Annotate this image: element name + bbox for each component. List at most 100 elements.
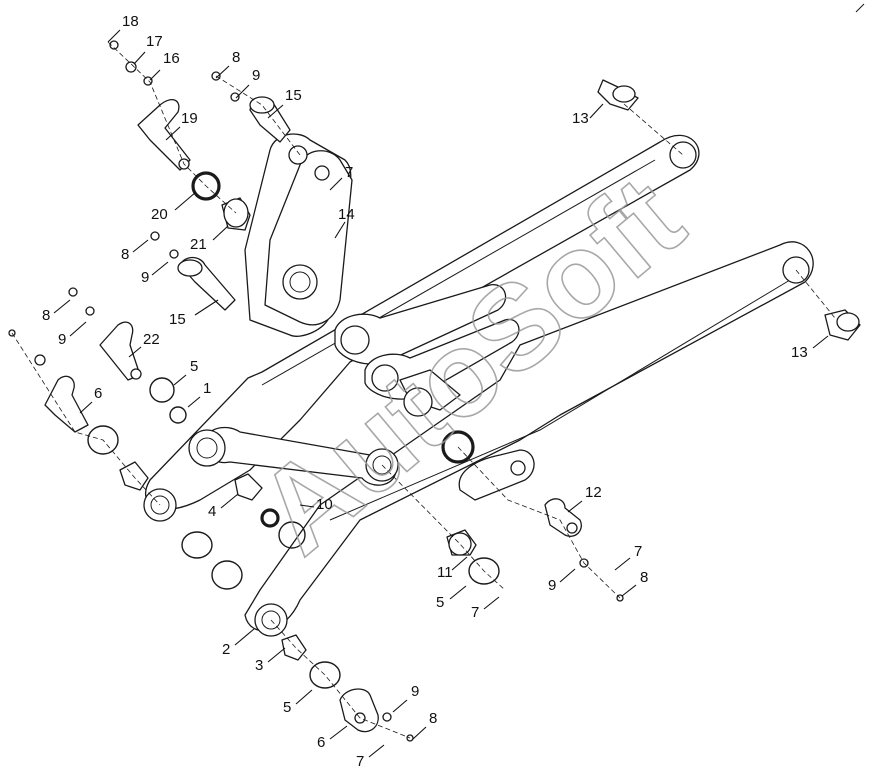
- seal-4: [260, 508, 280, 528]
- callout-c21: 21: [190, 225, 229, 253]
- axis-pin-19: [107, 41, 237, 214]
- ring-left-b: [181, 531, 213, 559]
- callout-label: 9: [141, 269, 149, 286]
- callout-c7d: 7: [356, 744, 385, 770]
- callout-label: 13: [791, 344, 808, 361]
- callout-leader: [133, 51, 146, 65]
- callout-c17a: 17: [133, 33, 163, 65]
- callout-c4: 4: [208, 493, 239, 520]
- callout-label: 16: [163, 50, 180, 67]
- callout-c3: 3: [255, 647, 286, 674]
- callout-leader: [174, 191, 197, 211]
- callout-label: 15: [169, 311, 186, 328]
- callout-leader: [187, 396, 201, 408]
- callout-label: 8: [232, 49, 240, 66]
- bolt-8-mid: [150, 231, 160, 241]
- lower-boom-edge: [329, 279, 791, 521]
- bushing-11-end: [448, 532, 472, 556]
- washer-9-bottom: [382, 712, 392, 722]
- pin-6-bottom: [339, 688, 379, 733]
- boom-top-eye-upper: [669, 141, 697, 169]
- callout-c7c: 7: [471, 596, 500, 621]
- callout-leader: [107, 29, 121, 43]
- callout-c12: 12: [567, 484, 602, 513]
- callout-c9e: 9: [392, 683, 419, 713]
- callout-c7b: 7: [614, 543, 642, 571]
- callout-label: 7: [345, 164, 353, 181]
- callout-leader: [812, 335, 829, 349]
- callout-label: 3: [255, 657, 263, 674]
- axis-pin-15-upper: [215, 75, 301, 156]
- linkage-plate-a-bore: [340, 325, 370, 355]
- callout-label: 5: [436, 594, 444, 611]
- link-end-boss-left: [188, 429, 226, 467]
- plate-bore-inner: [289, 271, 311, 293]
- callout-label: 15: [285, 87, 302, 104]
- callout-c13a: 13: [572, 103, 604, 127]
- callout-label: 11: [437, 564, 453, 581]
- plate-bore: [282, 264, 318, 300]
- callout-leader: [173, 374, 187, 386]
- callout-label: 8: [640, 569, 648, 586]
- callout-c8e: 8: [412, 710, 437, 740]
- callout-c5c: 5: [283, 689, 313, 716]
- ring-1: [169, 406, 187, 424]
- boom-pivot-left-bore: [150, 495, 170, 515]
- callout-leader: [392, 699, 408, 713]
- axis-13-top: [623, 103, 684, 156]
- callout-leader: [334, 221, 346, 239]
- plate-hole: [314, 165, 330, 181]
- callout-c5b: 5: [436, 585, 467, 611]
- bushing-left: [119, 461, 149, 491]
- callout-leader: [451, 556, 468, 571]
- callout-c8a: 8: [215, 49, 240, 79]
- callout-c5a: 5: [173, 358, 198, 386]
- callout-leader: [235, 84, 250, 99]
- callout-label: 7: [356, 753, 364, 770]
- callout-label: 10: [316, 496, 333, 513]
- callout-label: 19: [181, 110, 198, 127]
- ring-5-bottom: [309, 661, 341, 689]
- callout-label: 2: [222, 641, 230, 658]
- boom-pivot-bottom-bore: [261, 610, 281, 630]
- callout-leader: [194, 299, 219, 316]
- callout-c8c: 8: [42, 299, 71, 324]
- washer-9-upper: [230, 92, 240, 102]
- callout-leader: [128, 346, 142, 358]
- callout-leader: [614, 557, 631, 571]
- callout-leader: [53, 299, 71, 314]
- callout-leader: [212, 225, 229, 241]
- callout-c16a: 16: [149, 50, 180, 81]
- upper-boom-edge: [261, 159, 656, 386]
- callout-c2: 2: [222, 628, 255, 658]
- pin-6-left: [44, 375, 89, 433]
- callout-leader: [299, 504, 315, 508]
- link-end-bore-right: [372, 455, 392, 475]
- callout-label: 22: [143, 331, 160, 348]
- callout-leader: [329, 177, 343, 191]
- washer-9-far-left: [34, 354, 46, 366]
- callout-label: 6: [94, 385, 102, 402]
- ring-mid: [278, 521, 306, 549]
- callout-label: 21: [190, 236, 207, 253]
- callout-label: 18: [122, 13, 139, 30]
- callout-c1: 1: [187, 380, 211, 408]
- callout-c10: 10: [299, 496, 333, 513]
- callout-leader: [220, 493, 239, 509]
- callout-c9a: 9: [235, 67, 260, 99]
- callout-label: 7: [634, 543, 642, 560]
- callout-c19: 19: [165, 110, 198, 141]
- callout-c15b: 15: [169, 299, 219, 328]
- callout-leader: [368, 744, 385, 758]
- callout-label: 5: [190, 358, 198, 375]
- callout-label: 7: [471, 604, 479, 621]
- callout-label: 6: [317, 734, 325, 751]
- callout-label: 9: [58, 331, 66, 348]
- callout-leader: [215, 65, 230, 79]
- callout-label: 9: [252, 67, 260, 84]
- callout-leader: [79, 401, 93, 414]
- seal-ring-20: [191, 171, 221, 201]
